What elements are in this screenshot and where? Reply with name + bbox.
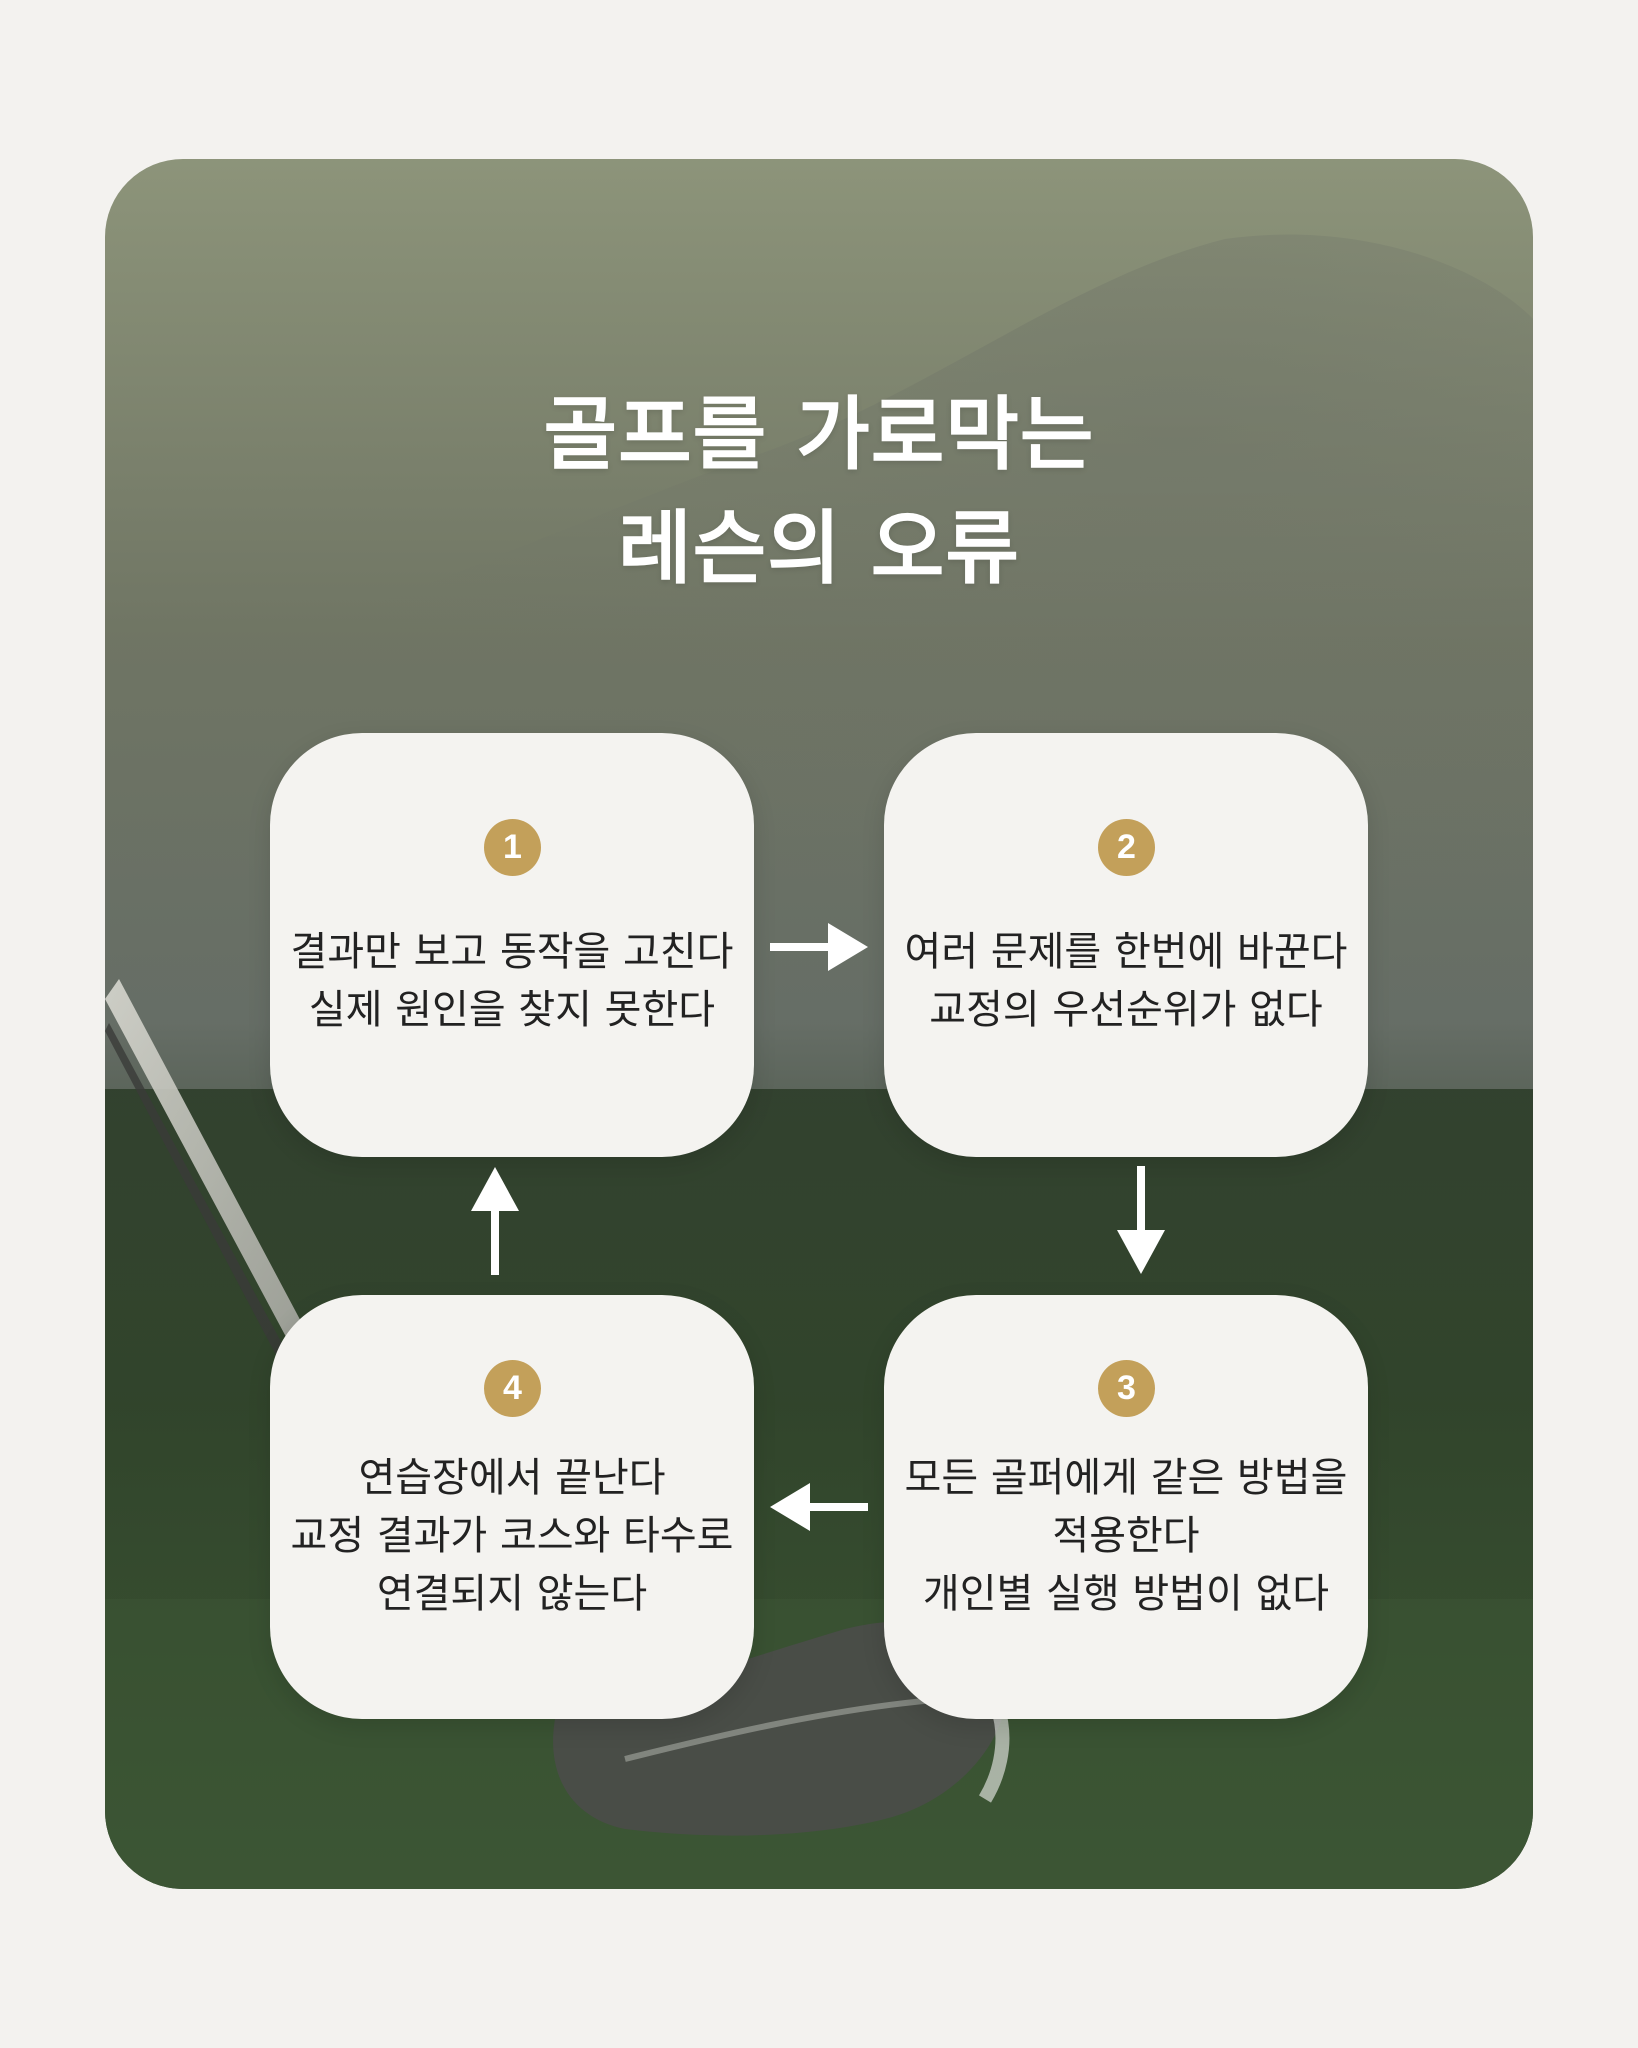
background-panel: 골프를 가로막는 레슨의 오류 1 결과만 보고 동작을 고친다 실제 원인을 … <box>105 159 1533 1889</box>
arrow-right-icon <box>770 923 868 971</box>
step-card-3: 3 모든 골퍼에게 같은 방법을 적용한다 개인별 실행 방법이 없다 <box>884 1295 1368 1719</box>
step-text-line: 여러 문제를 한번에 바꾼다 <box>904 929 1348 975</box>
step-card-1: 1 결과만 보고 동작을 고친다 실제 원인을 찾지 못한다 <box>270 733 754 1157</box>
step-text: 연습장에서 끝난다 교정 결과가 코스와 타수로 연결되지 않는다 <box>270 1449 754 1623</box>
step-text-line: 교정 결과가 코스와 타수로 <box>290 1513 734 1559</box>
step-number-badge: 1 <box>484 819 541 876</box>
step-text-line: 적용한다 <box>1052 1513 1200 1559</box>
step-number-badge: 3 <box>1098 1360 1155 1417</box>
step-text-line: 개인별 실행 방법이 없다 <box>922 1571 1330 1617</box>
arrow-up-icon <box>471 1167 519 1275</box>
step-card-4: 4 연습장에서 끝난다 교정 결과가 코스와 타수로 연결되지 않는다 <box>270 1295 754 1719</box>
step-text-line: 결과만 보고 동작을 고친다 <box>290 929 734 975</box>
arrow-left-icon <box>770 1483 868 1531</box>
step-text-line: 연결되지 않는다 <box>376 1571 648 1617</box>
step-text-line: 실제 원인을 찾지 못한다 <box>308 987 716 1033</box>
title-line-1: 골프를 가로막는 <box>543 388 1095 481</box>
step-card-2: 2 여러 문제를 한번에 바꾼다 교정의 우선순위가 없다 <box>884 733 1368 1157</box>
step-text-line: 교정의 우선순위가 없다 <box>929 987 1323 1033</box>
arrow-down-icon <box>1117 1166 1165 1274</box>
step-text-line: 연습장에서 끝난다 <box>358 1455 666 1501</box>
step-number-badge: 4 <box>484 1360 541 1417</box>
page-title: 골프를 가로막는 레슨의 오류 <box>105 378 1533 606</box>
title-line-2: 레슨의 오류 <box>618 502 1020 595</box>
step-text: 결과만 보고 동작을 고친다 실제 원인을 찾지 못한다 <box>270 923 754 1039</box>
step-text-line: 모든 골퍼에게 같은 방법을 <box>904 1455 1348 1501</box>
step-number-badge: 2 <box>1098 819 1155 876</box>
step-text: 모든 골퍼에게 같은 방법을 적용한다 개인별 실행 방법이 없다 <box>884 1449 1368 1623</box>
step-text: 여러 문제를 한번에 바꾼다 교정의 우선순위가 없다 <box>884 923 1368 1039</box>
